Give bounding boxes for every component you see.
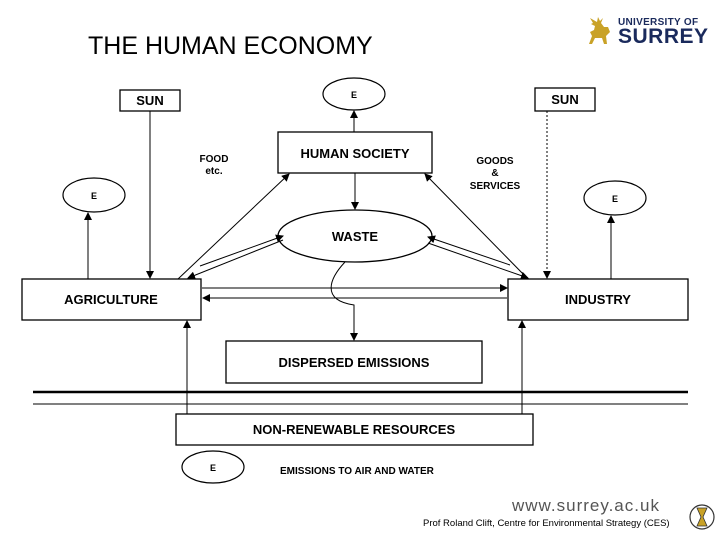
e-right-ellipse: [583, 180, 647, 216]
legend-text: EMISSIONS TO AIR AND WATER: [280, 466, 435, 477]
arrow-agriculture-to-society: [177, 173, 290, 280]
credit-text: Prof Roland Clift, Centre for Environmen…: [423, 518, 670, 529]
e-left-label: E: [91, 191, 97, 201]
human-society-label: HUMAN SOCIETY: [300, 146, 409, 161]
goods-label-line1: GOODS: [476, 156, 514, 167]
university-logo: UNIVERSITY OF SURREY: [584, 14, 708, 48]
arrow-agriculture-to-waste: [199, 234, 284, 267]
agriculture-label: AGRICULTURE: [64, 292, 158, 307]
arrow-waste-to-industry: [427, 242, 529, 280]
logo-line1: UNIVERSITY OF: [618, 17, 699, 28]
goods-label-line3: SERVICES: [470, 181, 521, 192]
industry-label: INDUSTRY: [565, 292, 631, 307]
arrow-industry-to-society: [424, 173, 529, 280]
sun-left-label: SUN: [136, 93, 163, 108]
e-top-label: E: [351, 90, 357, 100]
arrow-waste-to-agriculture: [187, 239, 284, 280]
arrow-waste-to-emissions: [330, 261, 358, 341]
agriculture-box: [21, 278, 202, 321]
goods-label-line2: &: [491, 168, 498, 179]
hourglass-crest-icon: [689, 504, 715, 530]
page-title: THE HUMAN ECONOMY: [88, 32, 373, 60]
e-legend-ellipse: [181, 450, 245, 484]
arrow-industry-to-waste: [427, 235, 511, 266]
e-left-ellipse: [62, 177, 126, 213]
sun-right-box: [534, 87, 596, 112]
e-legend-label: E: [210, 463, 216, 473]
industry-box: [507, 278, 689, 321]
dispersed-emissions-box: [225, 340, 483, 384]
non-renewable-box: [175, 413, 534, 446]
food-label-line2: etc.: [205, 166, 222, 177]
dispersed-emissions-label: DISPERSED EMISSIONS: [279, 355, 430, 370]
website-url[interactable]: www.surrey.ac.uk: [512, 496, 660, 515]
stag-crest-icon: [589, 17, 610, 44]
food-label-line1: FOOD: [200, 154, 229, 165]
waste-label: WASTE: [332, 229, 379, 244]
non-renewable-label: NON-RENEWABLE RESOURCES: [253, 422, 456, 437]
logo-line2: SURREY: [618, 25, 709, 48]
e-right-label: E: [612, 194, 618, 204]
sun-right-label: SUN: [551, 92, 578, 107]
